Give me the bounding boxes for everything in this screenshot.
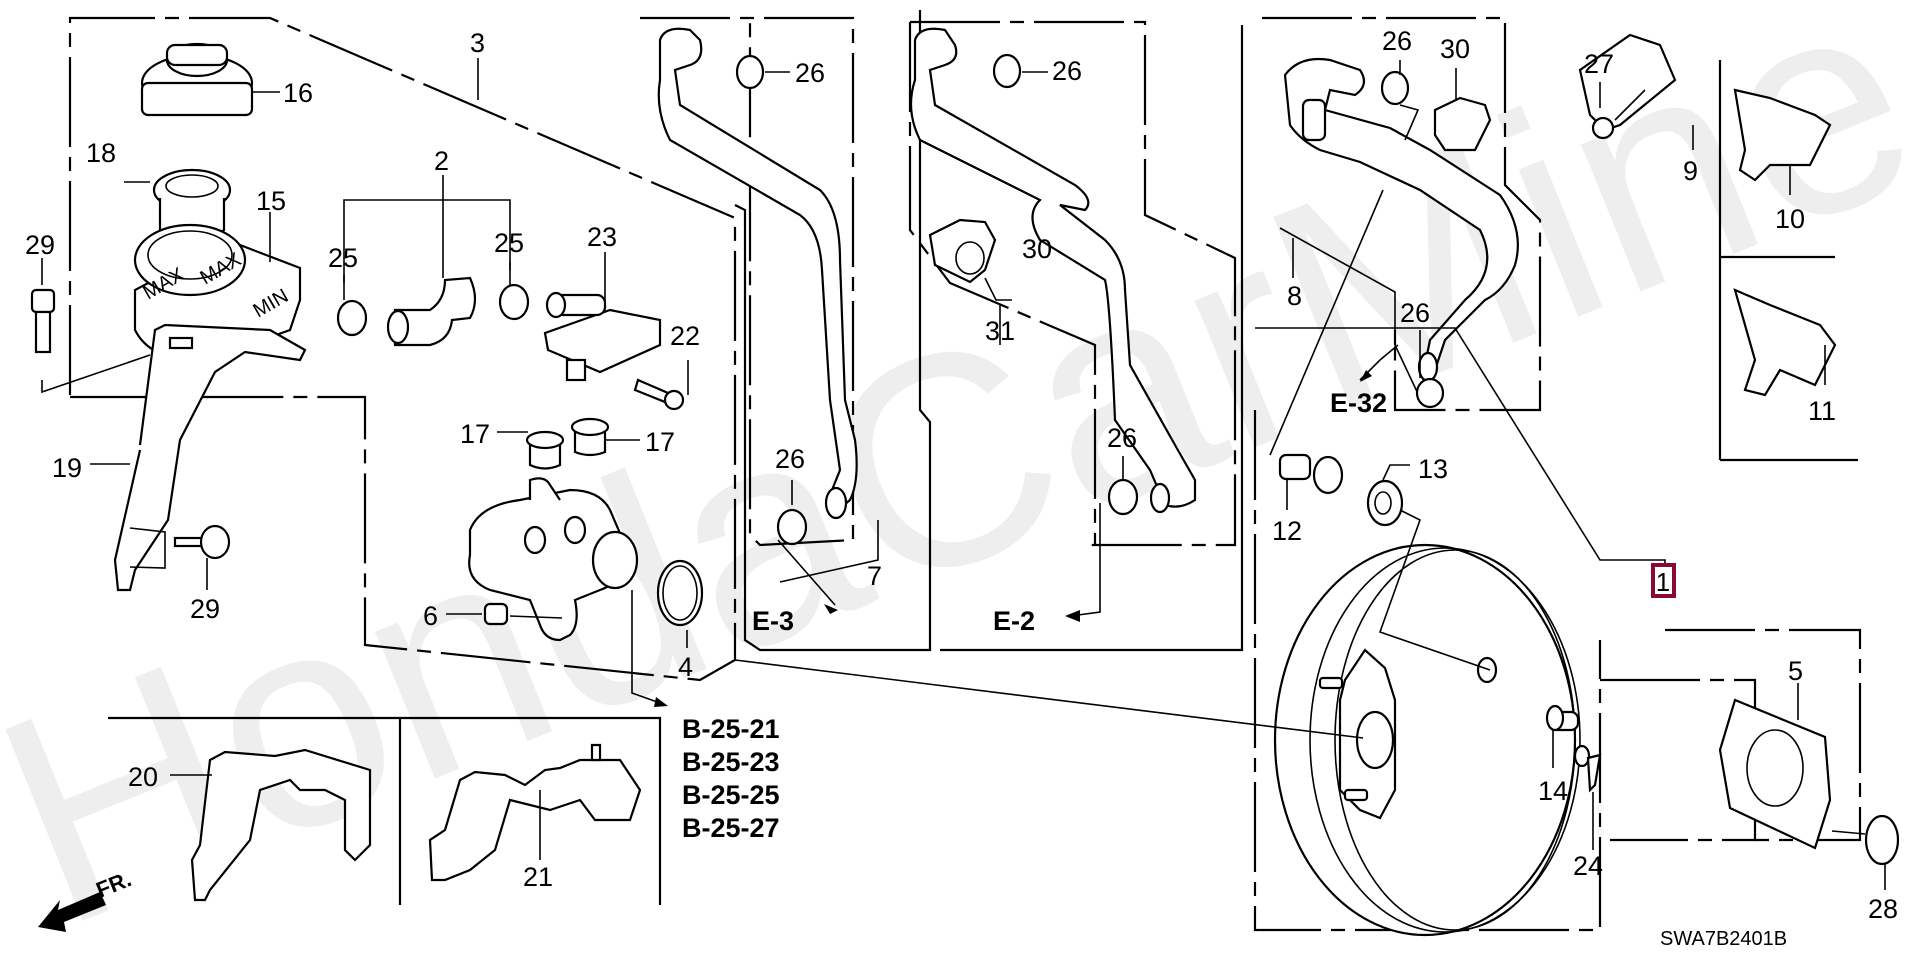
label-25b: 25 xyxy=(494,228,524,258)
reservoir-hose[interactable] xyxy=(343,175,511,347)
master-cylinder-body[interactable] xyxy=(468,477,639,642)
label-11: 11 xyxy=(1808,396,1836,426)
vacuum-hose-7-box xyxy=(640,10,932,652)
label-29a: 29 xyxy=(25,230,55,260)
bracket-20[interactable] xyxy=(170,748,372,902)
label-12: 12 xyxy=(1272,516,1302,546)
label-26f: 26 xyxy=(1400,298,1430,328)
vacuum-hose-31[interactable] xyxy=(909,27,1197,514)
ref-b-25-21[interactable]: B-25-21 xyxy=(682,714,780,744)
label-5: 5 xyxy=(1788,656,1803,686)
reservoir-cap[interactable] xyxy=(140,42,280,117)
ref-b-25-27[interactable]: B-25-27 xyxy=(682,813,780,843)
assembly-label-number: 1 xyxy=(1656,567,1670,597)
diagram-code: SWA7B2401B xyxy=(1660,928,1787,950)
section-references: E-3 E-2 E-32 B-25-21 B-25-23 B-25-25 B-2… xyxy=(682,388,1387,843)
check-valve[interactable] xyxy=(1278,453,1344,510)
ref-b-25-23[interactable]: B-25-23 xyxy=(682,747,780,777)
hose-clip-8-bottom[interactable] xyxy=(1415,330,1445,409)
label-26b: 26 xyxy=(1052,56,1082,86)
part-labels: 3 16 18 15 29 2 25 25 23 22 17 17 19 29 … xyxy=(25,26,1898,924)
ref-b-25-25[interactable]: B-25-25 xyxy=(682,780,780,810)
hose-clip-7-bottom[interactable] xyxy=(776,480,836,606)
bracket-11[interactable] xyxy=(1733,288,1837,397)
level-switch[interactable] xyxy=(543,252,662,382)
switch-screw[interactable] xyxy=(633,360,689,411)
bracket-group-outline xyxy=(108,716,662,905)
label-30a: 30 xyxy=(1022,234,1052,264)
bracket-10[interactable] xyxy=(1733,88,1832,195)
hose-clip-31-top[interactable] xyxy=(992,53,1048,89)
reservoir-grommet-2[interactable] xyxy=(570,417,640,457)
label-24: 24 xyxy=(1573,851,1603,881)
label-26d: 26 xyxy=(1107,423,1137,453)
label-20: 20 xyxy=(128,762,158,792)
label-13: 13 xyxy=(1418,454,1448,484)
hose-clip-31-bottom[interactable] xyxy=(1077,456,1139,616)
assembly-label-1: 1 xyxy=(1651,563,1676,598)
label-26c: 26 xyxy=(775,444,805,474)
label-27: 27 xyxy=(1584,49,1614,79)
reservoir-grommet-1[interactable] xyxy=(497,430,565,470)
clevis-pin[interactable] xyxy=(1545,704,1580,768)
push-rod-leader xyxy=(734,659,1364,739)
e3-leader xyxy=(779,520,879,583)
label-3: 3 xyxy=(470,28,485,58)
vacuum-hose-8[interactable] xyxy=(1283,57,1519,383)
bracket-19[interactable] xyxy=(90,323,307,592)
vacuum-hose-8-box xyxy=(1262,16,1542,412)
label-26a: 26 xyxy=(795,58,825,88)
ref-e3[interactable]: E-3 xyxy=(752,606,794,636)
label-15: 15 xyxy=(256,186,286,216)
label-2: 2 xyxy=(434,146,449,176)
ref-e32[interactable]: E-32 xyxy=(1330,388,1387,418)
booster-gasket[interactable] xyxy=(1718,683,1832,850)
bracket-21[interactable] xyxy=(428,743,642,882)
b-ref-leader xyxy=(631,590,661,704)
label-17b: 17 xyxy=(645,427,675,457)
label-8: 8 xyxy=(1287,281,1302,311)
check-valve-grommet[interactable] xyxy=(1366,464,1491,671)
label-9: 9 xyxy=(1683,156,1698,186)
label-4: 4 xyxy=(678,652,693,682)
booster-check-valve-leader xyxy=(1269,189,1384,456)
label-23: 23 xyxy=(587,222,617,252)
master-cylinder-nut[interactable] xyxy=(446,602,563,626)
label-31: 31 xyxy=(985,316,1015,346)
master-cylinder-o-ring[interactable] xyxy=(656,559,704,648)
hose-clip-right[interactable] xyxy=(498,262,530,321)
label-28: 28 xyxy=(1868,894,1898,924)
label-7: 7 xyxy=(867,561,882,591)
label-18: 18 xyxy=(86,138,116,168)
hose-clip-left[interactable] xyxy=(336,275,368,337)
label-10: 10 xyxy=(1775,204,1805,234)
label-19: 19 xyxy=(52,453,82,483)
ref-e2[interactable]: E-2 xyxy=(993,606,1035,636)
booster-nut[interactable] xyxy=(1831,814,1900,890)
label-30b: 30 xyxy=(1440,34,1470,64)
label-26e: 26 xyxy=(1382,26,1412,56)
hose-holder-8[interactable] xyxy=(1433,68,1492,152)
label-17a: 17 xyxy=(460,419,490,449)
vacuum-hose-7[interactable] xyxy=(657,27,858,520)
vacuum-hose-31-box xyxy=(908,20,1244,652)
label-29b: 29 xyxy=(190,594,220,624)
label-22: 22 xyxy=(670,321,700,351)
label-16: 16 xyxy=(283,78,313,108)
label-14: 14 xyxy=(1538,776,1568,806)
label-21: 21 xyxy=(523,862,553,892)
hose-holder-31[interactable] xyxy=(928,218,1012,301)
flange-bolt-upper[interactable] xyxy=(30,258,151,394)
hose-clip-7-top[interactable] xyxy=(735,54,790,90)
brake-booster[interactable] xyxy=(1273,543,1591,937)
bracket-9[interactable] xyxy=(1578,33,1694,150)
label-25a: 25 xyxy=(328,243,358,273)
label-6: 6 xyxy=(423,601,438,631)
bracket-bolt[interactable] xyxy=(129,524,231,590)
clevis-clip[interactable] xyxy=(1586,753,1602,850)
hose-clip-8-top[interactable] xyxy=(1380,60,1420,141)
